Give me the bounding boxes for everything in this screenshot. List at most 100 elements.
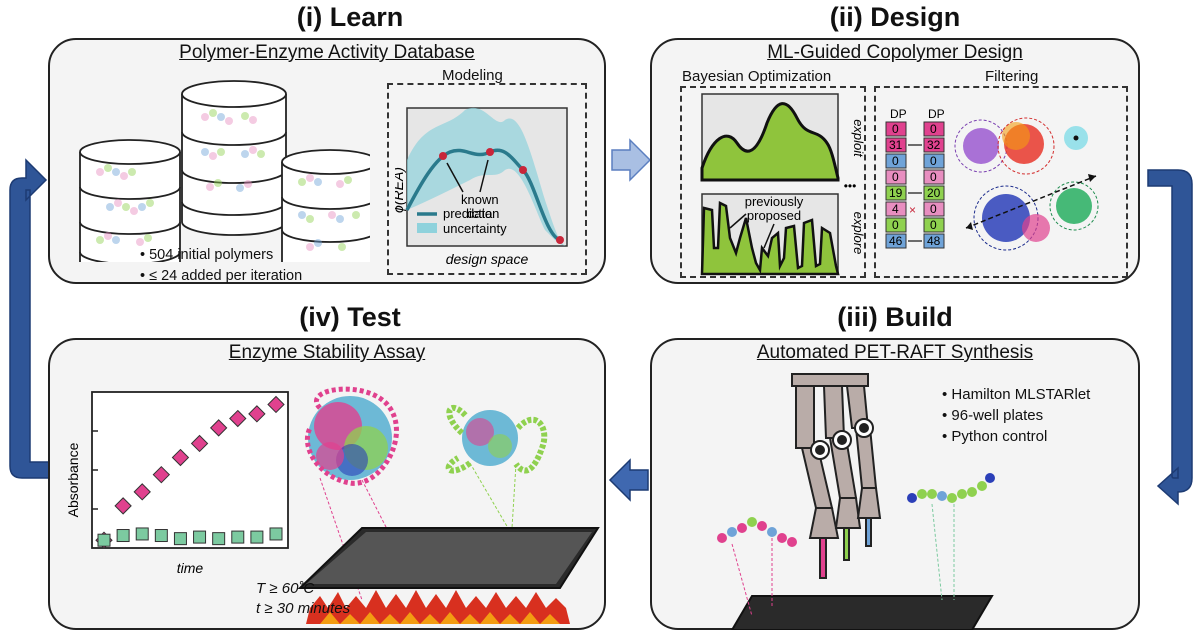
svg-text:0: 0 [892,154,899,168]
panel-build: Automated PET-RAFT Synthesis • Hamilton … [650,338,1140,630]
modeling-x-axis: design space [446,251,529,267]
svg-text:0: 0 [892,170,899,184]
cluster-plot [954,117,1099,251]
design-panel-title: ML-Guided Copolymer Design [767,42,1023,63]
robot-illustration [717,373,995,630]
section-title-build: (iii) Build [837,302,953,332]
green-square-point-1 [116,529,130,543]
previously-label-2: proposed [747,208,801,223]
arrow-build-to-test [608,458,649,502]
temperature-condition: T ≥ 60˚C [256,580,315,597]
svg-text:DP: DP [928,107,945,121]
known-data-point-1 [439,152,447,160]
green-square-point-4 [173,532,187,546]
pink-diamond-point-9 [267,395,285,414]
panel-design: ML-Guided Copolymer Design Bayesian Opti… [650,38,1140,284]
bayes-box [680,86,866,278]
database-icon-middle [181,80,287,236]
previously-label-1: previously [745,194,804,209]
exploit-label: exploit [851,119,866,158]
assay-illustration [297,386,600,624]
dp-table-left: DP 0 31 0 0 19 4 0 46 [885,107,907,249]
svg-text:19: 19 [889,186,903,200]
database-icons [79,80,370,262]
arrow-test-to-learn [9,158,53,479]
pink-diamond-point-6 [209,419,228,437]
known-data-point-2 [486,148,494,156]
pink-diamond-point-7 [229,409,247,428]
polymer-chain-left [717,517,797,617]
green-square-point-0 [97,533,111,547]
dp-arrows: × [908,144,922,242]
filtering-box [874,86,1128,278]
svg-text:4: 4 [892,202,899,216]
build-bullets: • Hamilton MLSTARlet • 96-well plates • … [942,386,1091,445]
robot-arms [791,373,882,579]
known-data-point-3 [519,166,527,174]
exploit-curve [700,102,840,182]
green-square-point-5 [193,530,207,544]
build-well-plate [730,595,994,630]
modeling-label: Modeling [442,67,503,84]
svg-text:0: 0 [930,170,937,184]
explore-curve [700,201,840,276]
arrow-learn-to-design [611,138,652,182]
test-panel-title: Enzyme Stability Assay [228,342,426,363]
pink-diamond-point-1 [114,497,132,515]
svg-text:×: × [909,203,916,217]
enzyme-polymer-1 [304,386,399,486]
svg-text:0: 0 [892,122,899,136]
green-square-point-2 [135,527,149,541]
svg-text:31: 31 [889,138,903,152]
known-data-label-1: known [461,192,499,207]
build-bullet-2: 96-well plates [951,407,1044,424]
legend-prediction: prediction [443,206,499,221]
learn-panel-title: Polymer-Enzyme Activity Database [179,42,475,63]
filtering-label: Filtering [985,68,1039,85]
chart-y-axis-label: Absorbance [65,442,81,517]
polymer-beads [96,109,360,251]
legend-uncertainty: uncertainty [443,221,507,236]
absorbance-chart: Absorbance time [65,391,289,576]
pink-diamond-point-8 [248,405,266,423]
green-square-point-6 [212,532,226,546]
dp-table-right: DP 0 32 0 0 20 0 0 48 [923,107,945,249]
svg-text:0: 0 [892,218,899,232]
build-bullet-3: Python control [951,428,1048,445]
panel-learn: Polymer-Enzyme Activity Database [48,38,606,284]
green-square-point-7 [231,530,245,544]
chart-ticks [92,430,98,510]
svg-text:DP: DP [890,107,907,121]
learn-bullet-1: 504 initial polymers [149,247,274,263]
svg-text:0: 0 [930,202,937,216]
enzyme-polymer-2 [445,405,548,474]
build-bullet-1: Hamilton MLSTARlet [951,386,1091,403]
modeling-box [387,83,587,275]
pink-diamond-point-3 [152,465,171,484]
green-square-point-8 [250,530,264,544]
pink-diamond-point-4 [171,448,190,467]
arrow-design-to-build [1147,169,1193,506]
svg-text:0: 0 [930,154,937,168]
bayes-plots: exploit ••• previously proposed explore [700,93,866,276]
known-data-point-4 [556,236,564,244]
bayes-label: Bayesian Optimization [682,68,832,85]
database-icon-left [79,139,181,262]
filtering-panel: DP 0 31 0 0 19 4 0 46 × DP 0 32 0 0 20 0… [885,107,1099,251]
modeling-plot: known data prediction uncertainty ϕ(REA)… [395,107,568,267]
build-panel-title: Automated PET-RAFT Synthesis [756,342,1034,363]
learn-bullet-2: ≤ 24 added per iteration [149,268,303,284]
heat-flames [306,590,570,624]
polymer-chain-right [907,473,995,601]
more-dots: ••• [844,179,857,193]
svg-text:48: 48 [927,234,941,248]
svg-text:20: 20 [927,186,941,200]
section-title-design: (ii) Design [829,2,961,32]
explore-label: explore [851,212,866,255]
panel-test: Enzyme Stability Assay Absorbance time [48,338,606,630]
modeling-y-axis: ϕ(REA) [395,167,406,213]
database-icon-right [281,149,370,262]
section-title-test: (iv) Test [299,302,401,332]
green-square-point-9 [269,527,283,541]
